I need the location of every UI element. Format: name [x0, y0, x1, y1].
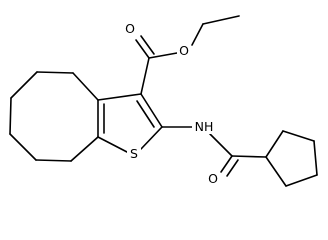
bond-cp5-cp1	[265, 156, 287, 187]
bond-ccarbonyl-o-double-a	[135, 39, 150, 59]
bond-c5-c6	[10, 71, 38, 99]
atom-o-ether-ester: O	[177, 42, 191, 58]
bond-c7-c8	[9, 133, 37, 161]
bond-c6-c7	[9, 97, 12, 135]
bond-c9-c9a	[70, 136, 99, 162]
bond-cp1-cp2	[265, 130, 284, 158]
atom-o-amide: O	[206, 170, 220, 186]
bond-c4-c5	[36, 71, 74, 74]
bond-camide-o-double-a	[220, 155, 233, 173]
atom-nh: NH	[192, 118, 216, 134]
bond-c3a-c4	[72, 72, 99, 101]
atom-label-s: S	[130, 146, 138, 161]
bond-c3a-c3	[97, 93, 142, 101]
atom-label-o-ether: O	[179, 43, 189, 58]
bond-c8-c9	[35, 159, 72, 162]
atom-label-o-amide: O	[208, 171, 218, 186]
bond-c3-ccarbonyl	[140, 57, 150, 95]
atom-o-carbonyl-ester: O	[123, 20, 137, 36]
atom-s-ring: S	[127, 145, 141, 161]
bond-ccarbonyl-o-double-b	[140, 35, 155, 55]
bond-nh-camide	[209, 133, 233, 157]
bonds	[9, 15, 318, 187]
atom-label-nh: NH	[195, 119, 214, 134]
atom-label-o-carbonyl: O	[125, 21, 135, 36]
bond-c3-c2-inner	[136, 100, 155, 128]
atom-labels: O O NH S O	[123, 20, 220, 186]
bond-cp3-cp4	[313, 140, 318, 176]
bond-ccarbonyl-oether	[148, 52, 178, 59]
bond-oether-ch2	[191, 23, 204, 46]
bond-c2-s	[140, 126, 163, 150]
bond-ch2-ch3	[202, 15, 240, 25]
bond-camide-o-double-b	[226, 159, 239, 177]
bond-s-c9a	[97, 136, 128, 153]
bond-cp2-cp3	[282, 130, 315, 142]
bond-camide-cyclopentyl	[231, 155, 267, 158]
bond-c3-c2	[140, 93, 163, 128]
bond-cp4-cp5	[285, 174, 318, 187]
molecule-structure: O O NH S O	[9, 15, 318, 187]
